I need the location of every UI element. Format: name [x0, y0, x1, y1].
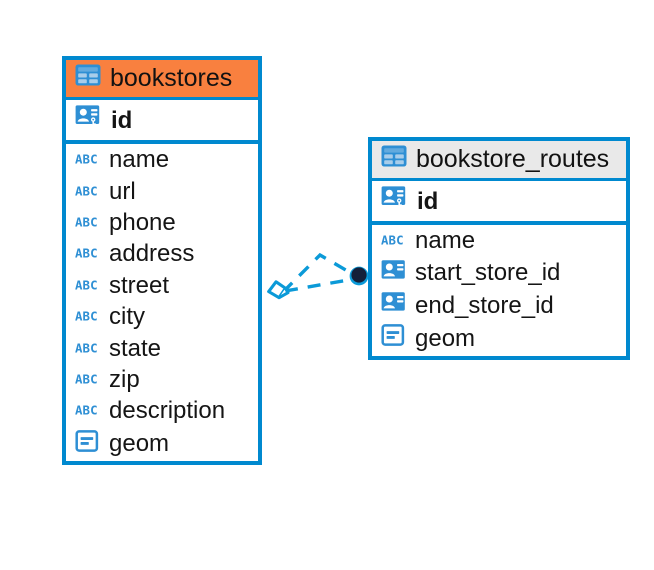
field-label-bookstore-routes-name: name: [415, 227, 476, 255]
field-row-bookstores-zip[interactable]: ABC zip: [66, 363, 258, 396]
field-row-bookstore-routes-geom[interactable]: geom: [372, 321, 626, 356]
relationship-line-upper: [281, 252, 357, 294]
field-row-bookstores-geom[interactable]: geom: [66, 426, 258, 461]
primary-key-block-bookstores: id: [66, 100, 258, 145]
svg-text:ABC: ABC: [75, 246, 98, 261]
field-label-bookstores-phone: phone: [109, 209, 176, 237]
field-label-bookstores-city: city: [109, 303, 145, 331]
text-field-icon: ABC: [75, 366, 101, 393]
field-row-bookstore-routes-id[interactable]: id: [372, 181, 626, 222]
field-label-bookstores-id: id: [111, 106, 133, 134]
text-field-icon: ABC: [75, 146, 101, 173]
field-row-bookstore-routes-name[interactable]: ABC name: [372, 225, 626, 257]
text-field-icon: ABC: [75, 209, 101, 236]
svg-text:ABC: ABC: [75, 308, 98, 323]
entity-name-bookstores: bookstores: [110, 63, 233, 92]
svg-text:ABC: ABC: [75, 340, 98, 355]
svg-text:ABC: ABC: [75, 371, 98, 386]
entity-bookstore-routes[interactable]: bookstore_routes: [368, 137, 630, 360]
field-row-bookstores-description[interactable]: ABC description: [66, 395, 258, 427]
field-row-bookstores-id[interactable]: id: [66, 100, 258, 141]
entity-name-bookstore-routes: bookstore_routes: [416, 144, 610, 173]
field-row-bookstore-routes-end-store-id[interactable]: end_store_id: [372, 289, 626, 322]
relationship-line-lower: [284, 277, 355, 293]
text-field-icon: ABC: [75, 272, 101, 299]
field-label-bookstores-url: url: [109, 177, 136, 205]
primary-key-icon: [75, 104, 103, 136]
geometry-field-icon: [75, 429, 101, 459]
relationship-target-marker[interactable]: [349, 266, 369, 286]
text-field-icon: ABC: [75, 303, 101, 330]
field-list-bookstores: ABC name ABC url ABC p: [66, 144, 258, 461]
entity-header-bookstores[interactable]: bookstores: [66, 60, 258, 100]
field-list-bookstore-routes: ABC name start_store_id: [372, 225, 626, 356]
field-row-bookstores-phone[interactable]: ABC phone: [66, 207, 258, 239]
text-field-icon: ABC: [75, 178, 101, 205]
text-field-icon: ABC: [381, 227, 407, 254]
field-row-bookstores-url[interactable]: ABC url: [66, 175, 258, 208]
field-label-bookstores-street: street: [109, 271, 170, 299]
entity-header-bookstore-routes[interactable]: bookstore_routes: [372, 141, 626, 181]
svg-text:ABC: ABC: [75, 183, 98, 198]
text-field-icon: ABC: [75, 335, 101, 362]
field-row-bookstore-routes-start-store-id[interactable]: start_store_id: [372, 256, 626, 290]
field-label-bookstores-state: state: [109, 334, 162, 362]
primary-key-icon: [381, 185, 409, 217]
geometry-field-icon: [381, 323, 407, 353]
foreign-key-icon: [381, 259, 407, 287]
field-label-bookstores-address: address: [109, 240, 195, 268]
relationship-source-marker[interactable]: [267, 279, 290, 300]
field-label-bookstore-routes-id: id: [417, 187, 439, 215]
table-icon: [381, 145, 407, 173]
field-row-bookstores-city[interactable]: ABC city: [66, 301, 258, 333]
text-field-icon: ABC: [75, 240, 101, 267]
field-label-bookstores-zip: zip: [109, 365, 140, 393]
field-label-bookstores-geom: geom: [109, 430, 170, 458]
field-label-bookstores-name: name: [109, 146, 170, 174]
svg-text:ABC: ABC: [75, 214, 98, 229]
field-label-bookstore-routes-geom: geom: [415, 324, 476, 352]
svg-text:ABC: ABC: [381, 233, 404, 248]
field-label-bookstore-routes-end-store-id: end_store_id: [415, 291, 554, 319]
text-field-icon: ABC: [75, 397, 101, 424]
svg-text:ABC: ABC: [75, 403, 98, 418]
primary-key-block-bookstore-routes: id: [372, 181, 626, 226]
field-row-bookstores-address[interactable]: ABC address: [66, 238, 258, 270]
field-label-bookstores-description: description: [109, 397, 226, 425]
field-row-bookstores-street[interactable]: ABC street: [66, 269, 258, 302]
table-icon: [75, 64, 101, 92]
field-label-bookstore-routes-start-store-id: start_store_id: [415, 259, 561, 287]
field-row-bookstores-name[interactable]: ABC name: [66, 144, 258, 176]
field-row-bookstores-state[interactable]: ABC state: [66, 332, 258, 364]
entity-bookstores[interactable]: bookstores: [62, 56, 262, 465]
svg-text:ABC: ABC: [75, 152, 98, 167]
svg-text:ABC: ABC: [75, 277, 98, 292]
foreign-key-icon: [381, 291, 407, 319]
